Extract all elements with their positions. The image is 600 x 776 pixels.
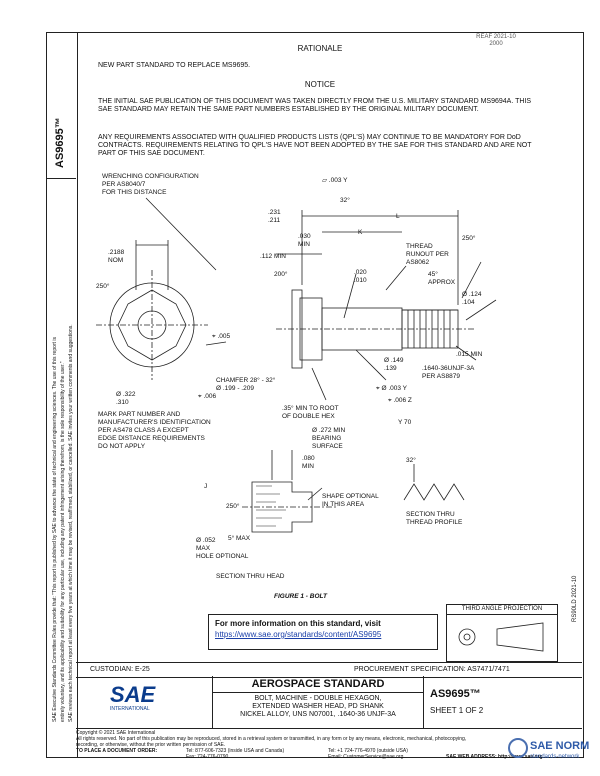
figure-caption: FIGURE 1 - BOLT (274, 593, 328, 600)
thread-profile (403, 483, 465, 501)
sheet-number: SHEET 1 OF 2 (430, 706, 484, 715)
dim-020: .020.010 (354, 269, 367, 284)
rationale-text: NEW PART STANDARD TO REPLACE MS9695. (98, 62, 251, 69)
aerospace-standard: AEROSPACE STANDARD (213, 676, 423, 693)
y70-label: Y 70 (398, 419, 412, 426)
dim-003: ⏥ .003 Y (322, 177, 348, 184)
section-head-outline (251, 481, 313, 533)
side-legal-line-2: entirely voluntary, and its applicabilit… (60, 361, 66, 722)
footer-fax: Fax: 724-776-0790 (186, 754, 229, 760)
angle-32: 32° (340, 196, 350, 204)
side-doc-number-divider (46, 178, 76, 179)
thread-32: 32° (406, 456, 416, 464)
footer-order: TO PLACE A DOCUMENT ORDER: (76, 748, 158, 754)
angle-250-right: 250° (462, 234, 476, 242)
part-title: BOLT, MACHINE - DOUBLE HEXAGON, EXTENDED… (240, 695, 396, 718)
watermark-text: SAE NORM (530, 740, 590, 752)
info-box-title: For more information on this standard, v… (215, 619, 381, 628)
projection-label: THIRD ANGLE PROJECTION (447, 605, 557, 615)
dia-149: Ø .149.139 (384, 357, 404, 372)
angle-250-left: 250° (96, 282, 110, 290)
title-block: SAE INTERNATIONAL AEROSPACE STANDARD BOL… (76, 676, 582, 729)
footer-copyright: Copyright © 2021 SAE International (76, 730, 156, 736)
info-box-link[interactable]: https://www.sae.org/standards/content/AS… (215, 630, 382, 639)
chamfer-label: CHAMFER 28° - 32°Ø .199 - .209 (216, 376, 276, 392)
tol-006b: ⌖ .006 Z (388, 397, 412, 404)
title-center: AEROSPACE STANDARD BOLT, MACHINE - DOUBL… (212, 676, 424, 728)
procurement-spec: PROCUREMENT SPECIFICATION: AS7471/7471 (354, 666, 510, 673)
info-box: For more information on this standard, v… (208, 614, 438, 650)
dim-J: J (204, 483, 207, 490)
footer: Copyright © 2021 SAE International All r… (76, 730, 582, 762)
rationale-title: RATIONALE (297, 44, 343, 53)
footer-email: Email: CustomerService@sae.org (328, 754, 404, 760)
five-max: 5° MAX (228, 534, 251, 542)
watermark: SAE NORM standards-network (508, 734, 598, 774)
footer-web[interactable]: SAE WEB ADDRESS: http://www.sae.org (446, 754, 543, 760)
sae-logo-sub: INTERNATIONAL (110, 706, 150, 712)
tol-006: ⌖ .006 (198, 393, 217, 400)
sae-logo: SAE INTERNATIONAL (110, 684, 180, 720)
side-doc-number: AS9695™ (54, 117, 66, 168)
tol-005: ⌖ .005 (212, 333, 231, 340)
watermark-sub: standards-network (530, 754, 580, 760)
watermark-globe-icon (508, 738, 528, 758)
dia-322: Ø .322.310 (116, 391, 136, 406)
dim-231: .231.211 (268, 209, 281, 224)
footer-tel2: Tel: +1 724-776-4970 (outside USA) (328, 748, 408, 754)
projection-box: THIRD ANGLE PROJECTION (446, 604, 558, 662)
projection-symbol-icon (458, 622, 544, 652)
side-column (46, 32, 78, 758)
angle-250-section: 250° (226, 502, 240, 510)
side-legal-line-3: SAE reviews each technical report at lea… (68, 324, 74, 722)
notice-title: NOTICE (304, 80, 336, 89)
custodian: CUSTODIAN: E-25 (90, 666, 150, 673)
custodian-row: CUSTODIAN: E-25 PROCUREMENT SPECIFICATIO… (76, 662, 582, 678)
section-head-label: SECTION THRU HEAD (216, 573, 285, 580)
notice-para-2: ANY REQUIREMENTS ASSOCIATED WITH QUALIFI… (98, 134, 532, 157)
tol-0031: ⌖ Ø .003 Y (376, 385, 408, 392)
notice-para-1: THE INITIAL SAE PUBLICATION OF THIS DOCU… (98, 98, 532, 113)
angle-45: 45°APPROX (428, 270, 456, 286)
footer-tel: Tel: 877-606-7323 (inside USA and Canada… (186, 748, 285, 754)
dim-015: .015 MIN (456, 351, 483, 358)
side-legal-line-1: SAE Executive Standards Committee Rules … (52, 337, 58, 722)
dim-L: L (396, 213, 400, 220)
dim-K: K (358, 229, 363, 236)
footer-rights: All rights reserved. No part of this pub… (76, 736, 467, 748)
reaffirmation-stamp: REAF 2021-10 2000 (476, 34, 516, 47)
angle-200: 200° (274, 270, 288, 278)
doc-number: AS9695™ (430, 688, 481, 700)
dia-124: Ø .124.104 (462, 291, 482, 306)
sae-logo-mark: SAE (110, 682, 156, 707)
dim-112: .112 MIN (260, 253, 286, 260)
